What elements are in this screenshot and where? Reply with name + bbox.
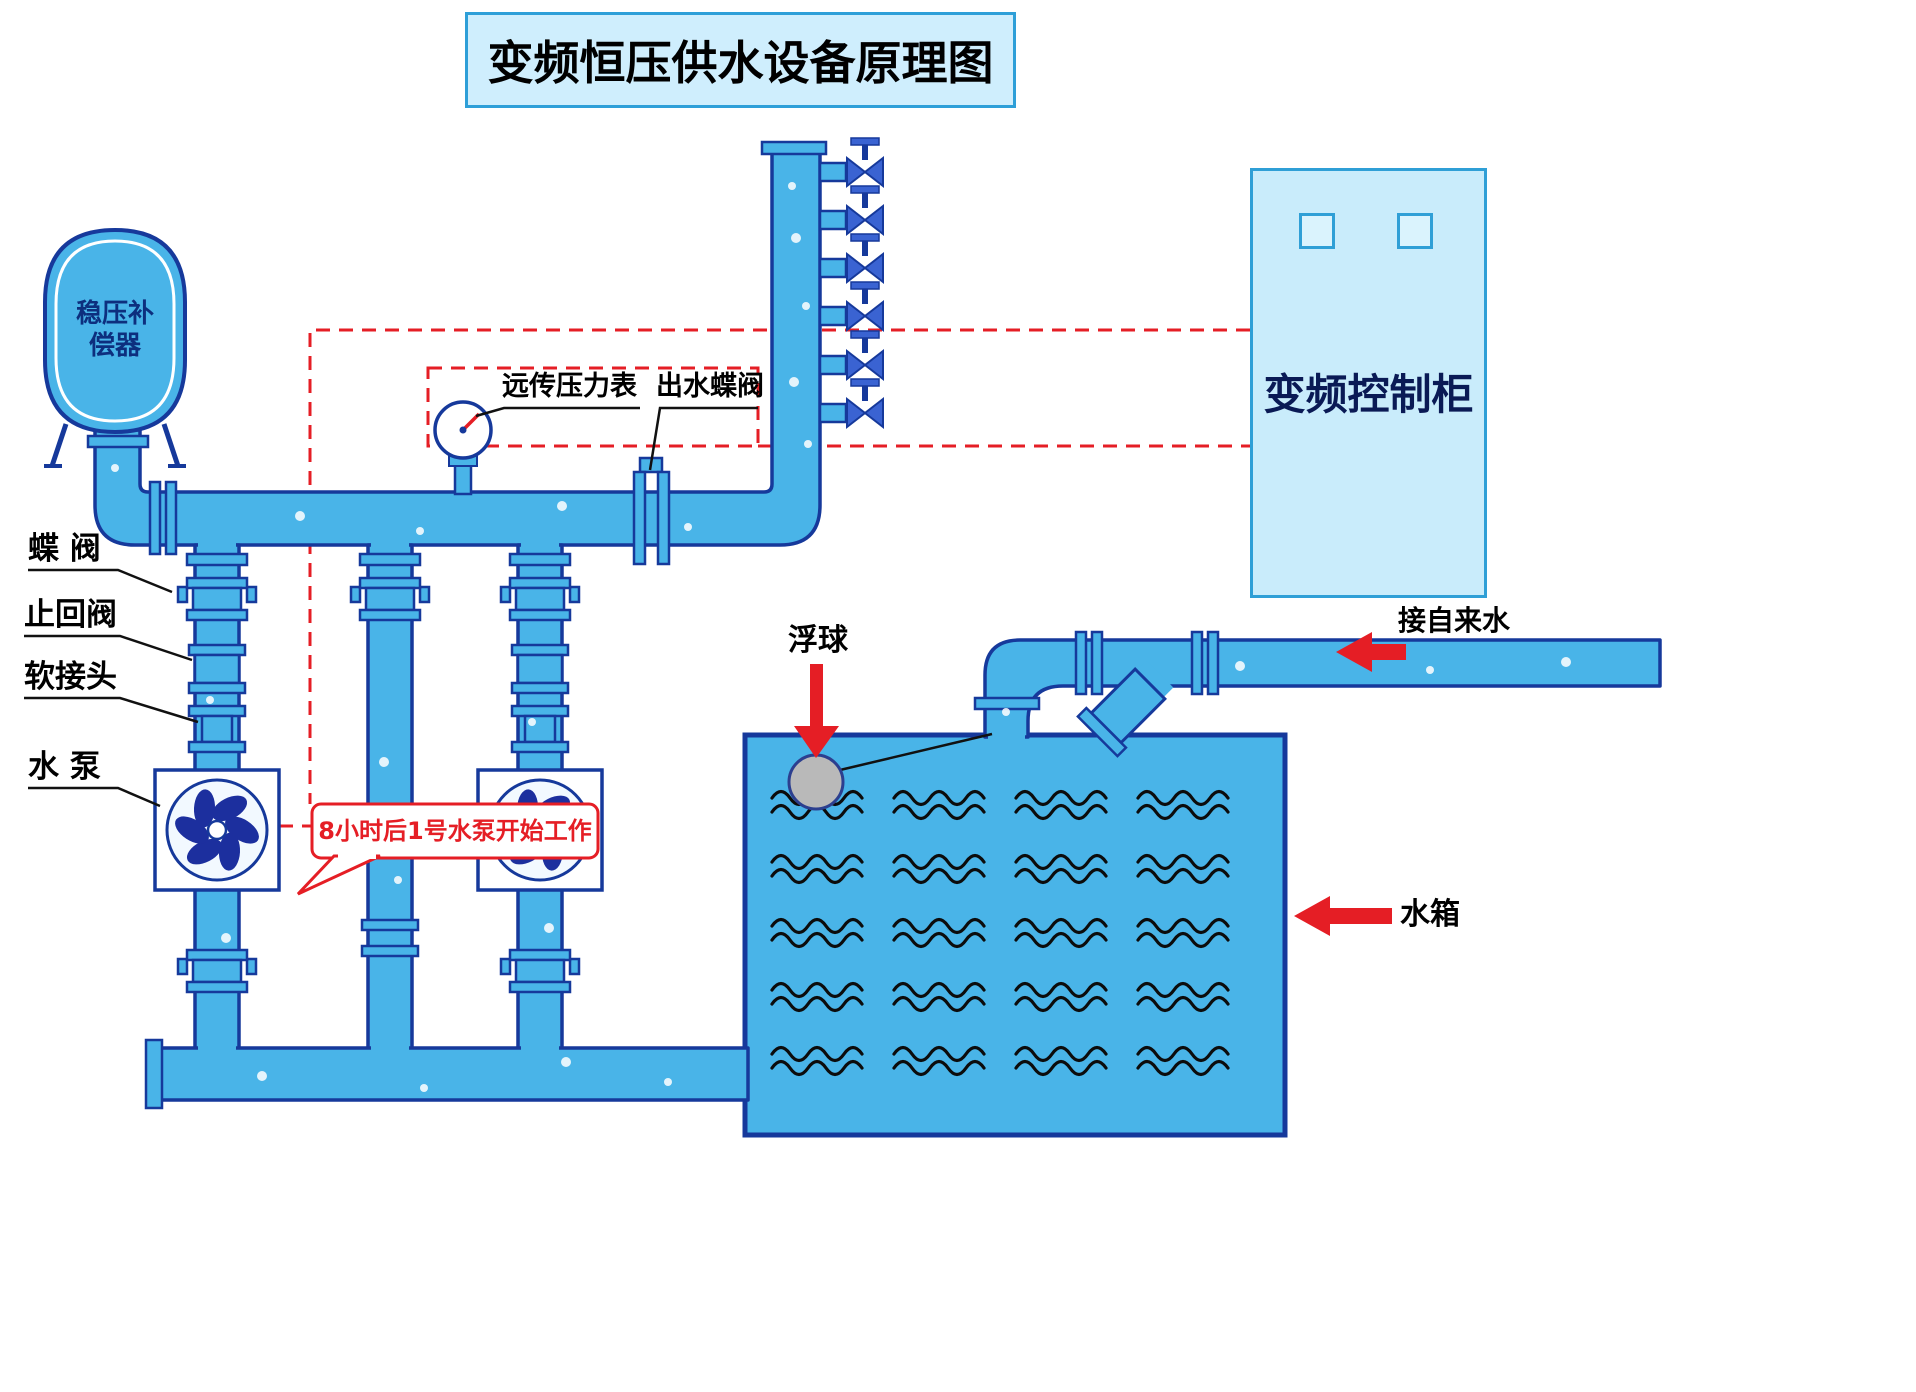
riser-top-cap (760, 140, 828, 156)
tap-valve-3 (818, 232, 885, 284)
remote-pressure-gauge-label: 远传压力表 (502, 371, 637, 402)
vessel-label-line2: 偿器 (88, 331, 141, 361)
tap-valve-2 (818, 184, 885, 236)
branch-top-flanges (185, 552, 572, 567)
branch3-check-valve (510, 643, 570, 695)
branch1-bottom-valve (176, 948, 258, 994)
header-flange (148, 480, 178, 556)
pressure-compensator-vessel (43, 227, 187, 468)
branch1-check-valve (187, 643, 247, 695)
suction-header-end-cap (144, 1038, 164, 1110)
tap-valve-4 (818, 280, 885, 332)
butterfly-valve-label: 蝶 阀 (28, 531, 101, 567)
soft-joint-label: 软接头 (24, 659, 117, 695)
float-arrow (794, 664, 839, 758)
pump-1 (153, 768, 281, 892)
callout-text: 8小时后1号水泵开始工作 (318, 816, 592, 845)
float-ball-label: 浮球 (788, 623, 848, 658)
pressure-gauge (433, 400, 493, 496)
suction-header-pipe (156, 1046, 750, 1102)
tap-valves (818, 136, 885, 429)
control-cabinet: 变频控制柜 (1250, 168, 1487, 598)
tap-valve-6 (818, 377, 885, 429)
outlet-butterfly-valve (632, 456, 671, 566)
water-bubbles (111, 182, 1571, 1092)
cabinet-indicator-1 (1299, 213, 1335, 249)
water-tank-label: 水箱 (1400, 897, 1460, 932)
cabinet-indicator-2 (1397, 213, 1433, 249)
branch2-butterfly-valve (349, 576, 431, 622)
diagram-title: 变频恒压供水设备原理图 (487, 36, 994, 90)
tap-water-label: 接自来水 (1398, 604, 1511, 637)
branch1-butterfly-valve (176, 576, 258, 622)
pipe-junction-patches (198, 541, 1025, 1055)
diagram-title-box: 变频恒压供水设备原理图 (465, 12, 1016, 108)
tap-valve-1 (818, 136, 885, 188)
red-arrows (794, 632, 1406, 936)
tap-valve-5 (818, 329, 885, 381)
outlet-butterfly-valve-label: 出水蝶阀 (656, 371, 764, 402)
signal-line-pump (308, 328, 1250, 804)
branch3-butterfly-valve (499, 576, 581, 622)
tank-arrow (1294, 896, 1392, 936)
fittings (43, 136, 1220, 1110)
branch3-bottom-valve (499, 948, 581, 994)
control-cabinet-label: 变频控制柜 (1263, 370, 1474, 419)
float-ball (787, 732, 993, 811)
pump-label: 水 泵 (28, 749, 101, 785)
vessel-label-line1: 稳压补 (75, 299, 154, 329)
inlet-pipe (983, 638, 1662, 739)
check-valve-label: 止回阀 (24, 597, 117, 633)
float-ball-circle (787, 753, 845, 811)
leader-lines (24, 406, 758, 808)
callout-bubble (296, 802, 600, 896)
tap-water-arrow (1336, 632, 1406, 672)
y-strainer (1076, 660, 1174, 758)
